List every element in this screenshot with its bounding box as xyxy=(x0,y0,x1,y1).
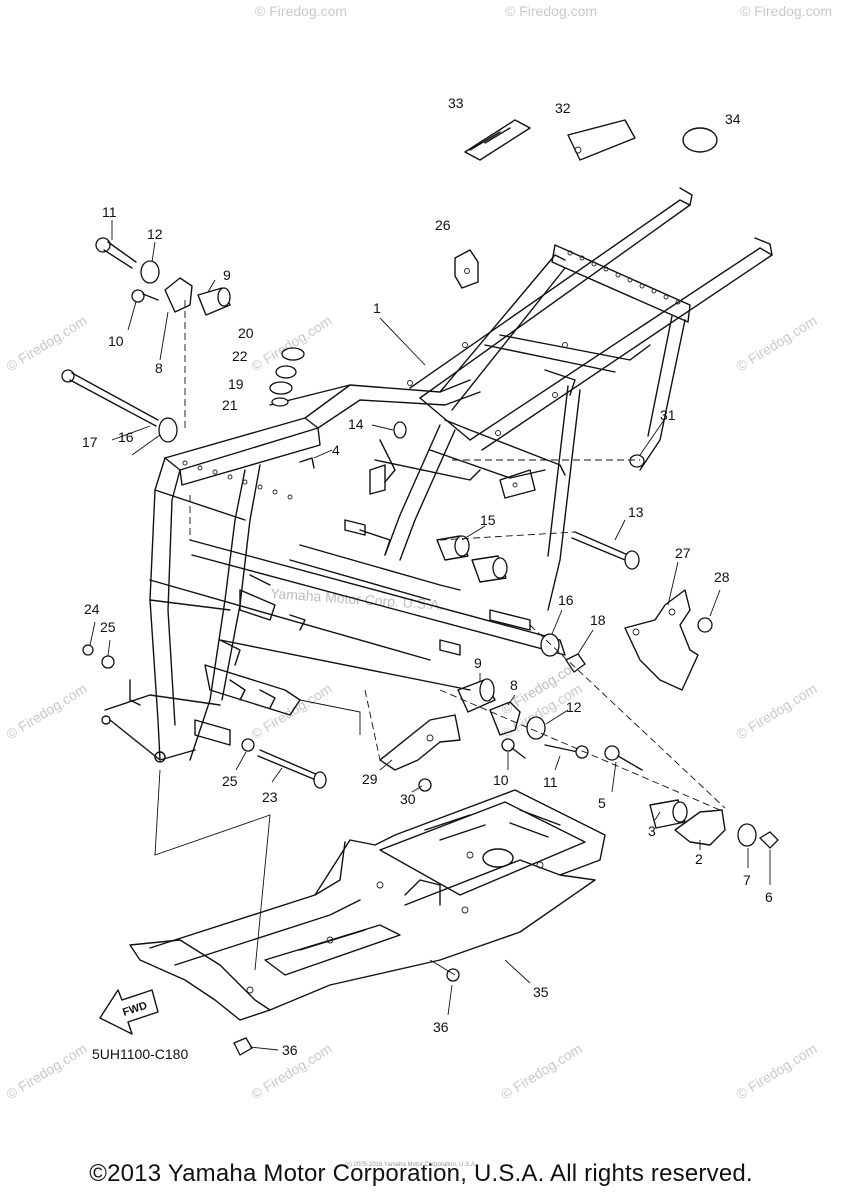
callout-33: 33 xyxy=(448,95,464,111)
watermark: © Firedog.com xyxy=(733,680,820,742)
callout-12: 12 xyxy=(147,226,163,242)
watermark: © Firedog.com xyxy=(255,3,347,19)
callout-19: 19 xyxy=(228,376,244,392)
fwd-arrow: FWD xyxy=(99,989,159,1035)
callout-14: 14 xyxy=(348,416,364,432)
watermark: © Firedog.com xyxy=(3,680,90,742)
callout-16-lower: 16 xyxy=(558,592,574,608)
callout-11-lower: 11 xyxy=(543,774,558,790)
callout-28: 28 xyxy=(714,569,730,585)
assembly-lines xyxy=(184,300,726,811)
small-parts xyxy=(61,119,779,1056)
callout-35: 35 xyxy=(533,984,549,1000)
watermark: © Firedog.com xyxy=(3,312,90,374)
callout-22: 22 xyxy=(232,348,248,364)
callout-1: 1 xyxy=(373,300,381,316)
callout-11: 11 xyxy=(102,204,117,220)
callout-34: 34 xyxy=(725,111,741,127)
callout-13: 13 xyxy=(628,504,644,520)
callout-27: 27 xyxy=(675,545,691,561)
callout-15: 15 xyxy=(480,512,496,528)
callout-2: 2 xyxy=(695,851,703,867)
watermark: © Firedog.com xyxy=(248,312,335,374)
copyright-notice: ©2013 Yamaha Motor Corporation, U.S.A. A… xyxy=(89,1160,753,1187)
callout-30: 30 xyxy=(400,791,416,807)
watermark: © Firedog.com xyxy=(498,1040,585,1102)
callout-17: 17 xyxy=(82,434,98,450)
callout-5: 5 xyxy=(598,795,606,811)
skid-plate xyxy=(129,789,606,1021)
callout-25: 25 xyxy=(100,619,116,635)
callout-26: 26 xyxy=(435,217,451,233)
callout-10: 10 xyxy=(108,333,124,349)
watermark: © Firedog.com xyxy=(505,3,597,19)
callout-8-lower: 8 xyxy=(510,677,518,693)
connector-lines xyxy=(154,699,456,976)
callout-25-lower: 25 xyxy=(222,773,238,789)
watermark: © Firedog.com xyxy=(248,680,335,742)
watermark: © Firedog.com xyxy=(740,3,832,19)
callout-3: 3 xyxy=(648,823,656,839)
diagram-code: 5UH1100-C180 xyxy=(92,1046,189,1062)
callout-4: 4 xyxy=(332,442,340,458)
callout-29: 29 xyxy=(362,771,378,787)
callout-20: 20 xyxy=(238,325,254,341)
callout-31: 31 xyxy=(660,407,676,423)
watermark-layer: © Firedog.com © Firedog.com © Firedog.co… xyxy=(3,3,832,1103)
tiny-credit: (c) 2005-2016 Yamaha Motor Corporation, … xyxy=(345,1162,477,1168)
callout-32: 32 xyxy=(555,100,571,116)
callout-36: 36 xyxy=(433,1019,449,1035)
callout-9-lower: 9 xyxy=(474,655,482,671)
watermark: © Firedog.com xyxy=(3,1040,90,1102)
watermark: © Firedog.com xyxy=(733,1040,820,1102)
callout-16: 16 xyxy=(118,429,134,445)
watermark: © Firedog.com xyxy=(733,312,820,374)
callout-9: 9 xyxy=(223,267,231,283)
callout-24: 24 xyxy=(84,601,100,617)
callout-12-lower: 12 xyxy=(566,699,582,715)
callout-36-lower: 36 xyxy=(282,1042,298,1058)
callout-8: 8 xyxy=(155,360,163,376)
callout-6: 6 xyxy=(765,889,773,905)
leader-lines xyxy=(89,220,771,1051)
callout-21: 21 xyxy=(222,397,238,413)
callout-18: 18 xyxy=(590,612,606,628)
callout-23: 23 xyxy=(262,789,278,805)
callout-labels: 33 32 34 26 11 12 9 10 8 20 22 19 21 1 1… xyxy=(82,95,773,1058)
callout-7: 7 xyxy=(743,872,751,888)
callout-10-lower: 10 xyxy=(493,772,509,788)
main-frame xyxy=(101,187,773,763)
